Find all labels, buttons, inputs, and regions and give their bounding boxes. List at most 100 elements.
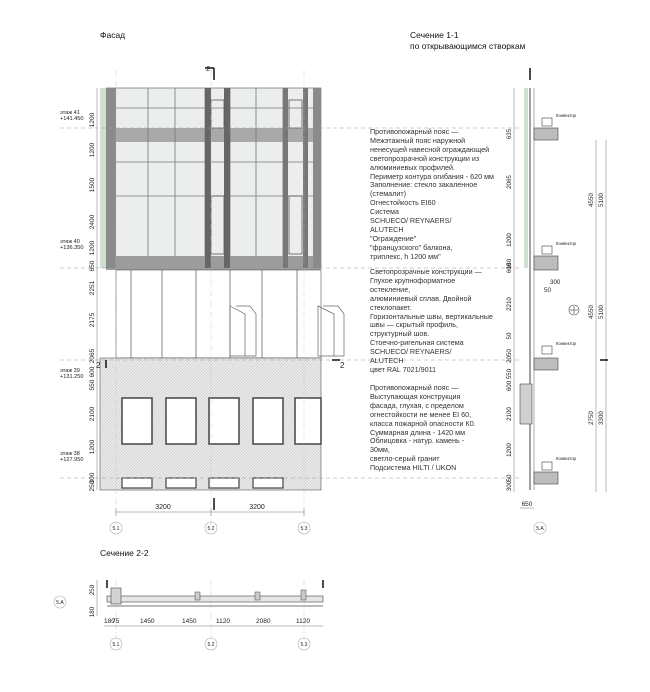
axis-label-circle: [297, 637, 311, 651]
note-line: Огнестойкость EI60: [370, 198, 436, 208]
note-line: SCHUECO/ REYNAERS/: [370, 216, 452, 226]
dim-label: 180: [104, 618, 115, 625]
note-line: Противопожарный пояс —: [370, 383, 459, 392]
dim-label: 3300: [598, 411, 605, 425]
dim-label: 5100: [598, 193, 605, 207]
note-line: алюминиевых профилей.: [370, 162, 456, 172]
facade-elevation: [60, 67, 520, 525]
axis-label-circle: [53, 595, 67, 609]
dim-label: 650: [522, 501, 533, 508]
note-line: класса пожарной опасности К0.: [370, 418, 476, 428]
axis-label: 5.1: [113, 526, 120, 532]
section-1-1-subtitle: по открывающимся створкам: [410, 41, 526, 51]
dim-label: 2210: [506, 297, 513, 311]
spandrel-band-top: [106, 128, 321, 142]
stone-windows: [121, 397, 322, 489]
dim-label: 1450: [140, 618, 155, 625]
note-line: огнестойкости не менее EI 60,: [370, 409, 472, 419]
note-line: цвет RAL 7021/9011: [370, 364, 437, 374]
axis-label-circle: [533, 521, 547, 535]
left-dimension-labels: 1200120015002400120065022512175206560055…: [89, 112, 96, 491]
note-line: 30мм,: [370, 445, 390, 455]
note-line: Облицовка - натур. камень -: [370, 436, 465, 446]
dim-label: 600: [89, 366, 96, 377]
axis-label: 5.3: [301, 526, 308, 532]
section-1-1-labels: 6352065120016060022105020505506002100120…: [506, 113, 605, 535]
note-line: Подсистема HILTI / UKON: [370, 463, 457, 473]
dim-label: 2100: [506, 407, 513, 421]
dim-label: 1200: [89, 112, 96, 127]
level-name: этаж 40: [60, 239, 80, 245]
axis-label: 5.А: [56, 600, 64, 606]
dim-label: 1450: [182, 618, 197, 625]
section-cut-label: 2: [206, 66, 210, 73]
section-2-2-title: Сечение 2-2: [100, 548, 149, 558]
bottom-dimension-labels: 3200 3200: [155, 504, 265, 511]
note-line: Суммарная длина - 1420 мм: [370, 427, 466, 437]
note-line: алюминиевый сплав. Двойной: [370, 293, 472, 303]
level-name: этаж 41: [60, 110, 80, 116]
note-line: ALUTECH: [370, 356, 404, 366]
facade-title: Фасад: [100, 30, 126, 40]
note-line: швы — скрытый профиль,: [370, 320, 459, 330]
dim-label: 4550: [588, 193, 595, 207]
note-line: (стемалит): [370, 189, 407, 199]
dim-label: 50: [544, 287, 551, 294]
axis-label: 5.2: [208, 526, 215, 532]
dim-label: 1120: [296, 618, 310, 625]
dim-label: 2065: [506, 175, 513, 189]
axis-label-circle: [204, 521, 218, 535]
dim-label: 5100: [598, 305, 605, 319]
dim-label: 1120: [216, 618, 230, 625]
dim-label: 4550: [588, 305, 595, 319]
note-line: светло-серый гранит: [370, 454, 440, 464]
axis-label: 5.1: [113, 642, 120, 648]
axis-label-circle: [109, 521, 123, 535]
dim-label: 50: [506, 332, 513, 339]
dim-label: 3200: [155, 504, 171, 511]
note-line: ALUTECH: [370, 224, 404, 234]
dim-label: 180: [89, 606, 96, 617]
axis-label-circle: [204, 637, 218, 651]
dim-label: 2065: [89, 348, 96, 363]
level-name: этаж 39: [60, 368, 80, 374]
note-line: Периметр контура огибания - 620 мм: [370, 171, 494, 181]
dim-label: 550: [506, 368, 513, 379]
axis-label: 5.3: [301, 642, 308, 648]
level-mark: +127.950: [60, 457, 84, 463]
dim-label: 1200: [89, 142, 96, 157]
convector-label: Конвектор: [556, 241, 577, 246]
axis-label-circle: [297, 521, 311, 535]
note-line: стеклопакет.: [370, 302, 412, 312]
dim-label: 600: [506, 262, 513, 273]
dim-label: 1200: [89, 240, 96, 255]
note-line: светопрозрачной конструкции из: [370, 153, 480, 163]
note-line: Выступающая конструкция: [370, 391, 461, 401]
dim-label: 1200: [506, 443, 513, 457]
section-cut-label: 2: [340, 361, 345, 370]
dim-label: 50: [506, 474, 513, 481]
note-line: Противопожарный пояс —: [370, 127, 459, 136]
dim-label: 2050: [506, 349, 513, 363]
axis-label: 5.2: [208, 642, 215, 648]
dim-label: 550: [89, 379, 96, 390]
level-mark: +141.450: [60, 116, 84, 122]
note-glazing: Светопрозрачные конструкции —Глухое круп…: [370, 267, 520, 375]
note-line: структурный шов.: [370, 329, 430, 339]
dim-label: 250: [89, 480, 96, 491]
section-cut-label: 2: [96, 361, 101, 370]
dim-label: 1200: [89, 439, 96, 454]
dim-label: 650: [89, 260, 96, 271]
note-line: триплекс, h 1200 мм": [370, 251, 441, 261]
dim-label: 300: [550, 279, 561, 286]
dim-label: 3200: [249, 504, 265, 511]
convector-label: Конвектор: [556, 341, 577, 346]
dim-label: 75: [112, 618, 120, 625]
note-fire-belt-lower: Противопожарный пояс —Выступающая констр…: [370, 383, 520, 473]
note-line: Светопрозрачные конструкции —: [370, 267, 482, 276]
level-name: этаж 38: [60, 451, 80, 457]
dim-label: 2175: [89, 312, 96, 327]
